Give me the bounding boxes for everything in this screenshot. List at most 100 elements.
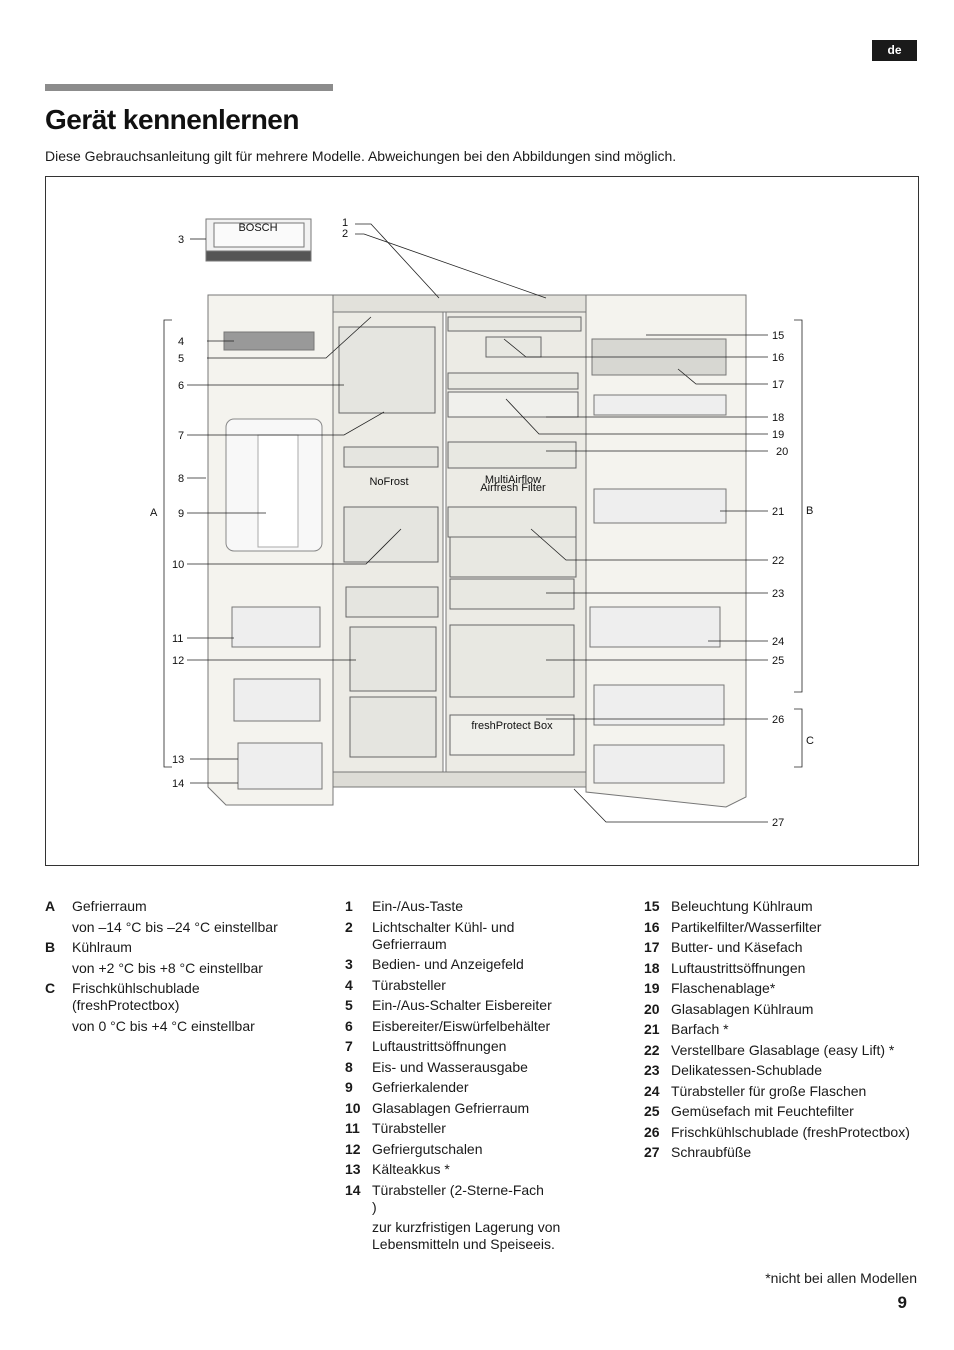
callout-15: 15: [772, 330, 784, 342]
legend-item: 11 Türabsteller: [345, 1120, 595, 1137]
callout-9: 9: [178, 508, 184, 520]
legend-item: 20 Glasablagen Kühlraum: [644, 1001, 919, 1018]
legend-key: 22: [644, 1041, 660, 1058]
legend-key: 3: [345, 956, 353, 972]
legend-text: Delikatessen-Schublade: [671, 1062, 822, 1078]
control-panel: [205, 218, 312, 262]
freezer-basket-1: [349, 626, 437, 692]
legend-key: 6: [345, 1017, 353, 1034]
legend-item: 6 Eisbereiter/Eiswürfelbehälter: [345, 1018, 595, 1035]
callout-13: 13: [172, 754, 184, 766]
legend-item: 10 Glasablagen Gefrierraum: [345, 1100, 595, 1117]
legend-text: Butter- und Käsefach: [671, 939, 803, 955]
callout-26: 26: [772, 714, 784, 726]
callout-10: 10: [172, 559, 184, 571]
legend-text: Eisbereiter/Eiswürfelbehälter: [372, 1017, 551, 1034]
page-title: Gerät kennenlernen: [45, 104, 299, 135]
legend-text: Gefrierraum: [72, 898, 147, 914]
legend-key: 18: [644, 959, 660, 976]
drawer-label: freshProtect Box: [471, 720, 553, 732]
callout-18: 18: [772, 412, 784, 424]
zone-label-a: A: [150, 507, 158, 519]
fridge-shelf-easy-lift: [449, 536, 577, 578]
legend-item: 17 Butter- und Käsefach: [644, 939, 919, 956]
callout-8: 8: [178, 473, 184, 485]
legend-text: Gefrierkalender: [372, 1079, 469, 1095]
callout-23: 23: [772, 588, 784, 600]
legend-key: 20: [644, 1000, 660, 1017]
callout-4: 4: [178, 336, 184, 348]
freezer-shelf-3: [345, 586, 439, 618]
legend-text: Barfach *: [671, 1021, 729, 1037]
freezer-shelf-2: [343, 506, 439, 563]
legend-key: 5: [345, 997, 353, 1013]
fridge-door: [585, 294, 747, 808]
legend-text: Lichtschalter Kühl- und Gefrierraum: [372, 918, 515, 952]
freezer-brand-label: NoFrost: [369, 476, 408, 488]
legend-note: von –14 °C bis –24 °C einstellbar: [72, 918, 278, 935]
zone-label-c: C: [806, 735, 814, 747]
legend-text: Glasablagen Gefrierraum: [372, 1099, 530, 1116]
freezer-door-bin-mid: [233, 678, 321, 722]
legend-key: 1: [345, 898, 353, 914]
legend-text: Frischkühlschublade (freshProtectbox): [72, 980, 200, 1013]
bar-compartment: [593, 488, 727, 524]
callout-17: 17: [772, 379, 784, 391]
legend-text: Flaschenablage*: [671, 980, 776, 996]
legend-key: 12: [345, 1140, 361, 1157]
callout-3: 3: [178, 234, 184, 246]
legend-zone-c: C Frischkühlschublade (freshProtectbox): [45, 980, 325, 1014]
legend-text: Kälteakkus *: [372, 1161, 450, 1177]
callout-7: 7: [178, 430, 184, 442]
callout-2: 2: [342, 228, 348, 240]
freezer-shelf-1: [343, 446, 439, 468]
legend-key: 9: [345, 1079, 353, 1095]
fridge-shelf-1: [447, 372, 579, 390]
large-bottle-bin: [589, 606, 721, 648]
legend-key: C: [45, 980, 56, 996]
callout-22: 22: [772, 555, 784, 567]
ice-maker: [338, 326, 436, 414]
legend-text: Kühlraum: [72, 939, 132, 955]
callout-14: 14: [172, 778, 184, 790]
legend-text: Glasablagen Kühlraum: [671, 1000, 814, 1017]
language-badge: de: [872, 40, 917, 61]
fridge-top: [332, 294, 587, 313]
callout-21: 21: [772, 506, 784, 518]
legend-key: 17: [644, 939, 660, 955]
fresh-protect-box: [449, 714, 575, 756]
callout-27: 27: [772, 817, 784, 829]
freezer-door-bin-14: [237, 742, 323, 790]
legend-zones: A Gefrierraum von –14 °C bis –24 °C eins…: [45, 898, 325, 1038]
fridge-light: [447, 316, 582, 332]
appliance-figure: BOSCH: [45, 176, 919, 866]
legend-key: 11: [345, 1120, 360, 1136]
freezer-door-bin-top: [223, 331, 315, 351]
legend-zone-b: B Kühlraum: [45, 939, 325, 956]
legend-text: Beleuchtung Kühlraum: [671, 898, 813, 914]
footnote: *nicht bei allen Modellen: [765, 1270, 917, 1286]
callout-5: 5: [178, 353, 184, 365]
legend-key: 10: [345, 1099, 361, 1116]
legend-text: Frischkühlschublade (freshProtectbox): [671, 1123, 910, 1140]
callout-19: 19: [772, 429, 784, 441]
control-panel-brand: BOSCH: [238, 222, 277, 234]
legend-note: von +2 °C bis +8 °C einstellbar: [72, 959, 263, 976]
legend-text: Türabsteller: [372, 1120, 446, 1136]
legend-key: 25: [644, 1103, 660, 1119]
legend-item: 9 Gefrierkalender: [345, 1079, 595, 1096]
legend-key: 15: [644, 898, 660, 914]
legend-key: 24: [644, 1082, 660, 1099]
callout-25: 25: [772, 655, 784, 667]
fridge-plinth: [332, 771, 587, 788]
